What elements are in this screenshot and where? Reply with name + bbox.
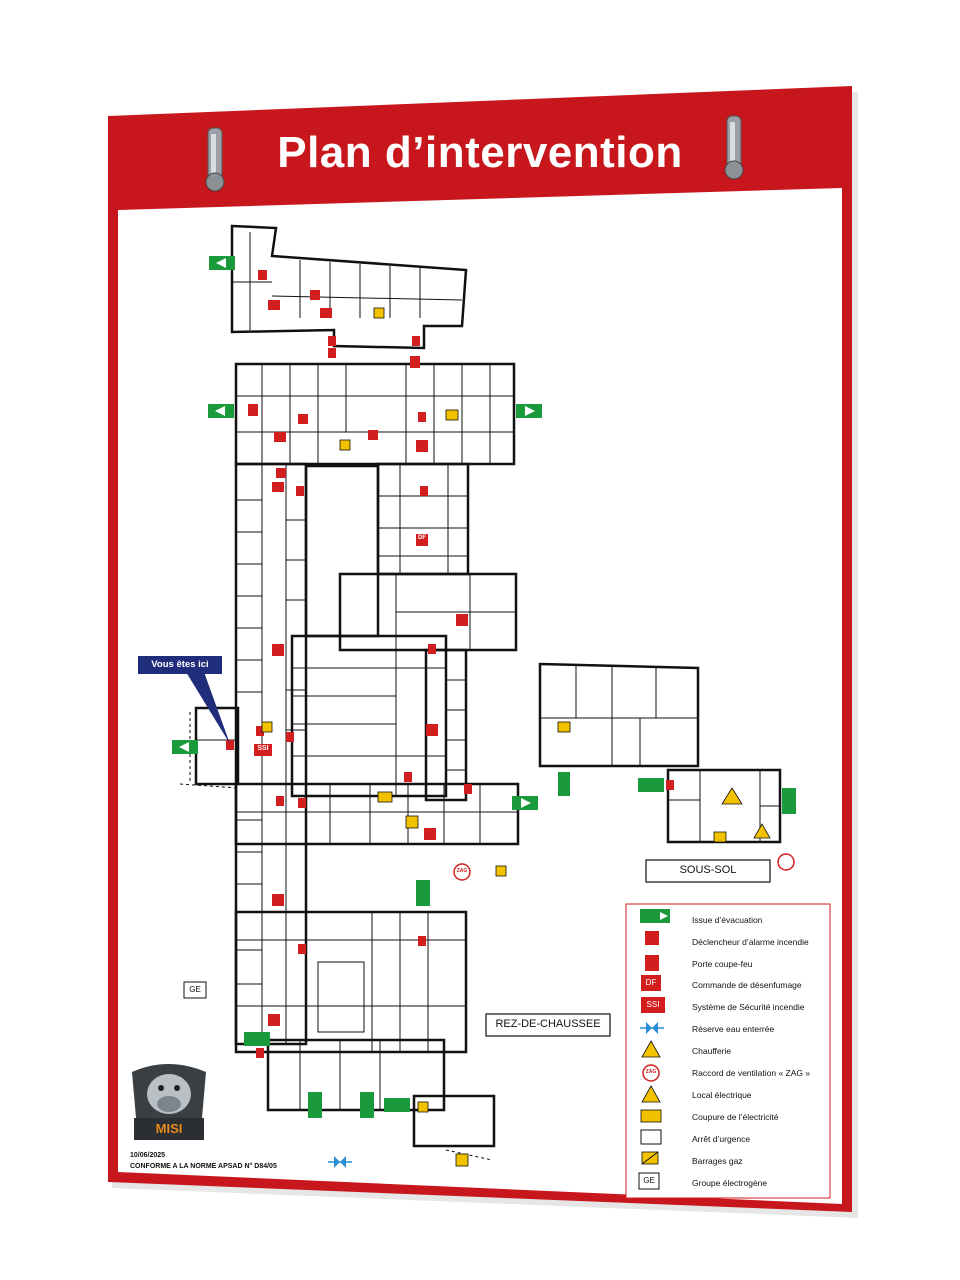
map-ge-marker-label: GE	[189, 985, 201, 994]
boiler-room-icon	[641, 1040, 661, 1058]
map-zag-markers	[453, 853, 795, 881]
standoff-left-icon	[205, 127, 225, 192]
legend-label-water: Réserve eau enterrée	[692, 1024, 775, 1034]
legend-label-fire-door: Porte coupe-feu	[692, 959, 753, 969]
generator-icon	[638, 1172, 660, 1190]
map-ssi-marker-label: SSI	[257, 745, 269, 752]
emergency-stop-icon	[640, 1129, 662, 1145]
legend-ssi-text: SSI	[646, 1000, 660, 1009]
footer-norm: CONFORME A LA NORME APSAD N° D84/05	[130, 1163, 277, 1170]
legend-icons	[638, 909, 670, 1190]
legend-df-text: DF	[645, 978, 657, 987]
map-water-reserve-icon	[328, 1156, 352, 1168]
ground-floor-partitions	[196, 232, 518, 1110]
electrical-room-icon	[641, 1085, 661, 1103]
map-exit-signs	[172, 256, 796, 1118]
water-reserve-icon	[640, 1022, 664, 1034]
smoke-control-icon	[641, 975, 661, 991]
basement-floor-label: SOUS-SOL	[679, 864, 737, 876]
basement-label-box	[645, 859, 771, 883]
legend-ge-text: GE	[643, 1176, 655, 1185]
map-ge-box	[183, 981, 207, 999]
fire-alarm-icon	[645, 931, 659, 945]
misi-bulldog-logo	[132, 1064, 206, 1140]
zag-icon	[642, 1064, 660, 1082]
ground-floor-label: REZ-DE-CHAUSSEE	[495, 1018, 601, 1030]
map-zag-marker-label: ZAG	[456, 868, 468, 874]
legend-label-alarm: Déclencheur d’alarme incendie	[692, 937, 809, 947]
page-title: Plan d’intervention	[277, 128, 683, 177]
ssi-icon	[641, 997, 665, 1013]
legend-label-emergency-stop: Arrêt d’urgence	[692, 1134, 751, 1144]
map-red-markers	[226, 270, 674, 1058]
legend-label-ssi: Système de Sécurité incendie	[692, 1002, 805, 1012]
basement-partitions	[540, 664, 780, 842]
legend-label-generator: Groupe électrogène	[692, 1178, 768, 1188]
exit-sign-icon	[640, 909, 670, 923]
power-cut-icon	[640, 1109, 662, 1123]
legend-box	[625, 903, 831, 1199]
you-are-here-pointer	[186, 672, 230, 744]
you-are-here-label: Vous êtes ici	[138, 656, 222, 674]
legend-label-electrical: Local électrique	[692, 1090, 752, 1100]
legend-label-gas: Barrages gaz	[692, 1156, 743, 1166]
basement-plan	[538, 662, 782, 844]
legend-zag-text: ZAG	[645, 1069, 657, 1075]
gas-valve-icon	[641, 1151, 659, 1165]
ground-floor-label-box	[485, 1013, 611, 1037]
legend-label-smoke: Commande de désenfumage	[692, 980, 802, 990]
standoff-right-icon	[724, 115, 744, 180]
legend-label-exit: Issue d’évacuation	[692, 915, 763, 925]
map-hazard-markers	[261, 307, 771, 1167]
fire-door-icon	[645, 955, 659, 971]
footer-date: 10/06/2025	[130, 1152, 166, 1159]
legend-label-boiler: Chaufferie	[692, 1046, 732, 1056]
legend-label-power-cut: Coupure de l’électricité	[692, 1112, 779, 1122]
legend-label-zag: Raccord de ventilation « ZAG »	[692, 1068, 811, 1078]
map-df-marker-label: DF	[418, 535, 426, 541]
logo-text: MISI	[155, 1121, 183, 1136]
